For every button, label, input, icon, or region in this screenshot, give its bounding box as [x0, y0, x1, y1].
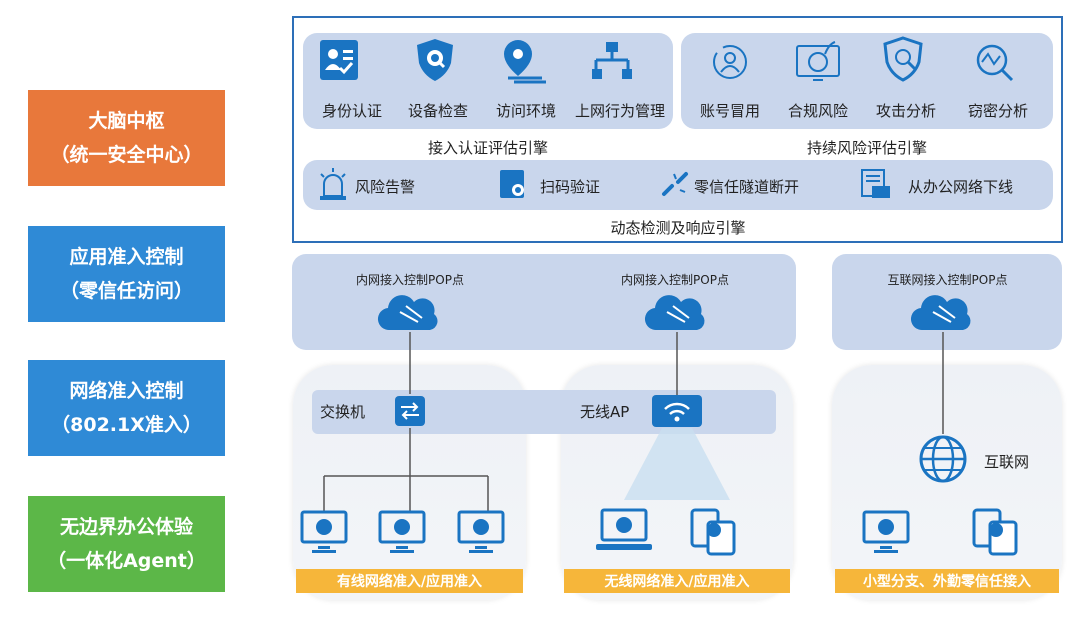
- desktop-icon: [300, 510, 350, 558]
- label-line2: （一体化Agent）: [47, 550, 206, 572]
- mobile-devices-icon: [972, 508, 1020, 560]
- auth-item-device-check: 设备检查: [407, 102, 468, 120]
- response-item-alert: 风险告警: [355, 178, 416, 196]
- risk-item-attack: 攻击分析: [875, 102, 936, 120]
- auth-engine-title: 接入认证评估引擎: [427, 139, 548, 157]
- auth-item-environment: 访问环境: [495, 102, 556, 120]
- label-borderless-office: 无边界办公体验 （一体化Agent）: [28, 496, 225, 592]
- qr-scan-icon: [500, 170, 530, 204]
- pop-label-intranet-1: 内网接入控制POP点: [356, 273, 464, 287]
- wifi-icon: [652, 395, 702, 427]
- broken-link-icon: [660, 170, 690, 204]
- branch-zone: [832, 365, 1062, 600]
- device-check-shield-icon: [417, 39, 453, 85]
- mobile-devices-icon: [690, 508, 738, 560]
- auth-item-identity: 身份认证: [321, 102, 382, 120]
- label-line1: 应用准入控制: [69, 246, 184, 268]
- response-item-tunnel: 零信任隧道断开: [694, 178, 800, 196]
- leak-analysis-icon: [976, 44, 1016, 86]
- switch-label: 交换机: [320, 403, 366, 421]
- switch-icon: [395, 396, 425, 426]
- location-pin-icon: [502, 40, 546, 86]
- cloud-icon: [644, 292, 709, 336]
- label-line1: 大脑中枢: [88, 110, 165, 132]
- auth-item-behavior: 上网行为管理: [574, 102, 665, 120]
- risk-engine-title: 持续风险评估引擎: [806, 139, 927, 157]
- risk-item-compliance: 合规风险: [787, 102, 848, 120]
- branch-access-label: 小型分支、外勤零信任接入: [835, 569, 1059, 593]
- desktop-icon: [378, 510, 428, 558]
- alarm-icon: [318, 168, 348, 204]
- acl-offline-icon: [861, 168, 892, 204]
- wireless-ap-label: 无线AP: [580, 403, 630, 421]
- label-line1: 网络准入控制: [69, 380, 184, 402]
- response-engine-panel: [303, 160, 1053, 210]
- pop-label-intranet-2: 内网接入控制POP点: [621, 273, 729, 287]
- identity-icon: [320, 40, 358, 84]
- desktop-icon: [862, 510, 912, 558]
- label-brain-center: 大脑中枢 （统一安全中心）: [28, 90, 225, 186]
- wired-access-label: 有线网络准入/应用准入: [296, 569, 523, 593]
- internet-label: 互联网: [984, 453, 1030, 471]
- cloud-icon: [910, 292, 975, 336]
- response-item-scan: 扫码验证: [540, 178, 601, 196]
- label-line2: （零信任访问）: [59, 280, 193, 302]
- label-app-access-control: 应用准入控制 （零信任访问）: [28, 226, 225, 322]
- risk-item-leak: 窃密分析: [967, 102, 1028, 120]
- intranet-pop-panel: [292, 254, 796, 350]
- label-line1: 无边界办公体验: [59, 516, 193, 538]
- response-item-offline: 从办公网络下线: [908, 178, 1014, 196]
- label-network-access-control: 网络准入控制 （802.1X准入）: [28, 360, 225, 456]
- pop-label-internet: 互联网接入控制POP点: [887, 273, 1008, 287]
- risk-engine-panel: [681, 33, 1053, 129]
- label-line2: （统一安全中心）: [50, 144, 203, 166]
- desktop-icon: [457, 510, 507, 558]
- security-center-frame: [292, 16, 1063, 243]
- risk-item-account: 账号冒用: [699, 102, 760, 120]
- attack-analysis-shield-icon: [883, 36, 925, 86]
- account-user-icon: [712, 44, 748, 84]
- network-topology-icon: [592, 42, 632, 86]
- cloud-icon: [377, 292, 442, 336]
- wireless-access-label: 无线网络准入/应用准入: [564, 569, 790, 593]
- globe-icon: [918, 434, 968, 488]
- laptop-icon: [596, 508, 654, 558]
- label-line2: （802.1X准入）: [51, 414, 202, 436]
- bomb-screen-icon: [795, 38, 841, 84]
- response-engine-title: 动态检测及响应引擎: [610, 219, 746, 237]
